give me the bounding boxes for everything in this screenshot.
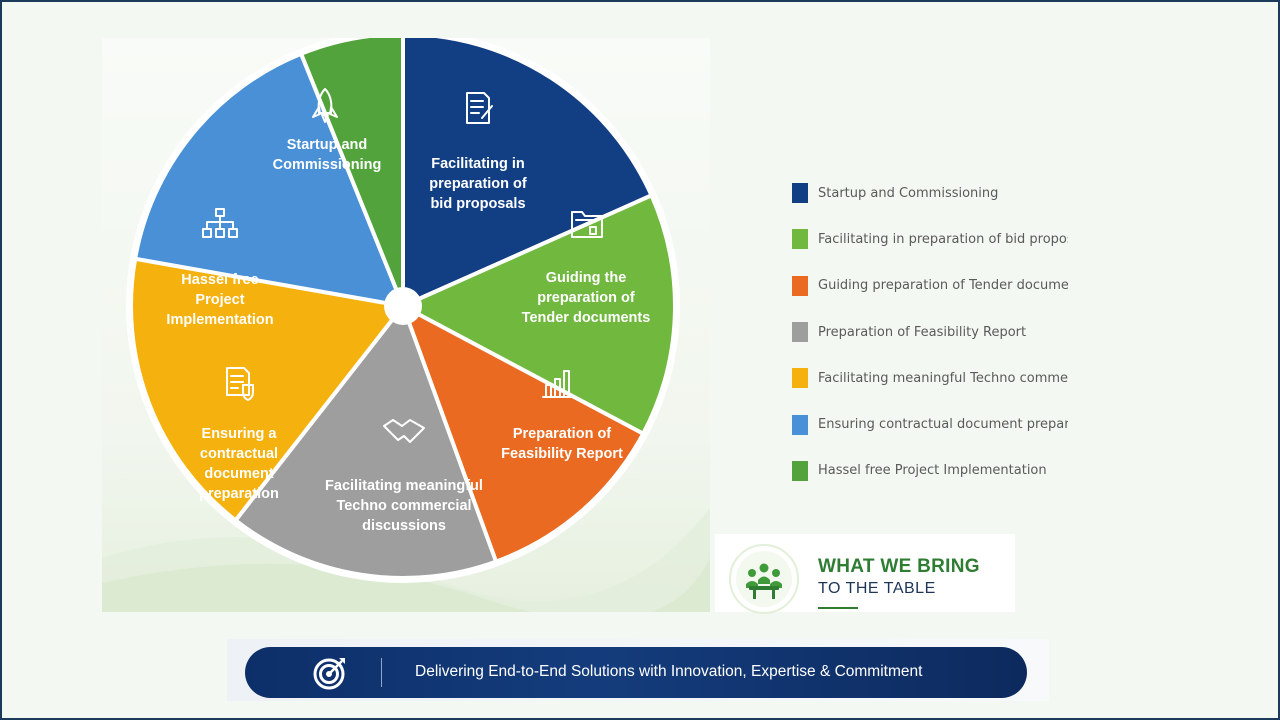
brand-title: WHAT WE BRING <box>818 556 980 577</box>
target-icon <box>312 655 348 691</box>
legend-swatch <box>792 229 808 250</box>
brand-card: WHAT WE BRING TO THE TABLE <box>715 534 1015 614</box>
legend-item: Facilitating in preparation of bid propo… <box>792 216 1082 262</box>
brand-underline <box>818 607 858 609</box>
legend-label: Startup and Commissioning <box>818 185 999 201</box>
legend-swatch <box>792 368 808 389</box>
legend-label: Facilitating meaningful Techno commercia… <box>818 370 1068 386</box>
rocket-icon <box>312 88 338 123</box>
legend-swatch <box>792 414 808 435</box>
legend-label: Hassel free Project Implementation <box>818 463 1047 479</box>
legend-item: Facilitating meaningful Techno commercia… <box>792 355 1082 401</box>
legend-swatch <box>792 460 808 481</box>
tagline-banner: Delivering End-to-End Solutions with Inn… <box>245 647 1027 698</box>
wheel-segment <box>129 256 407 524</box>
meeting-table-icon <box>729 544 799 614</box>
legend-item: Guiding preparation of Tender documents <box>792 263 1082 309</box>
document-pen-icon <box>466 92 493 124</box>
legend-swatch <box>792 322 808 343</box>
wheel-segment <box>232 301 499 580</box>
legend-item: Preparation of Feasibility Report <box>792 309 1082 355</box>
legend-item: Hassel free Project Implementation <box>792 448 1082 494</box>
document-shield-icon <box>226 367 254 401</box>
legend-swatch <box>792 275 808 296</box>
banner-divider <box>381 658 382 687</box>
bar-chart-icon <box>542 370 574 398</box>
wheel-segment <box>132 51 407 309</box>
wheel-hub <box>384 287 422 325</box>
wheel-segment <box>398 192 677 437</box>
legend-label: Guiding preparation of Tender documents <box>818 278 1068 294</box>
legend-swatch <box>792 183 808 204</box>
flowchart-icon <box>202 208 238 238</box>
legend-label: Preparation of Feasibility Report <box>818 324 1027 340</box>
wheel-segment <box>399 301 646 565</box>
brand-subtitle: TO THE TABLE <box>818 580 936 597</box>
wheel-segment <box>298 38 405 307</box>
legend-item: Startup and Commissioning <box>792 170 1082 216</box>
legend-item: Ensuring contractual document preparatio… <box>792 401 1082 447</box>
folder-icon <box>571 211 603 238</box>
legend-label: Facilitating in preparation of bid propo… <box>818 231 1068 247</box>
banner-text: Delivering End-to-End Solutions with Inn… <box>415 663 923 680</box>
wheel-segment <box>401 38 655 310</box>
legend-label: Ensuring contractual document preparatio… <box>818 417 1068 433</box>
handshake-icon <box>383 419 425 443</box>
